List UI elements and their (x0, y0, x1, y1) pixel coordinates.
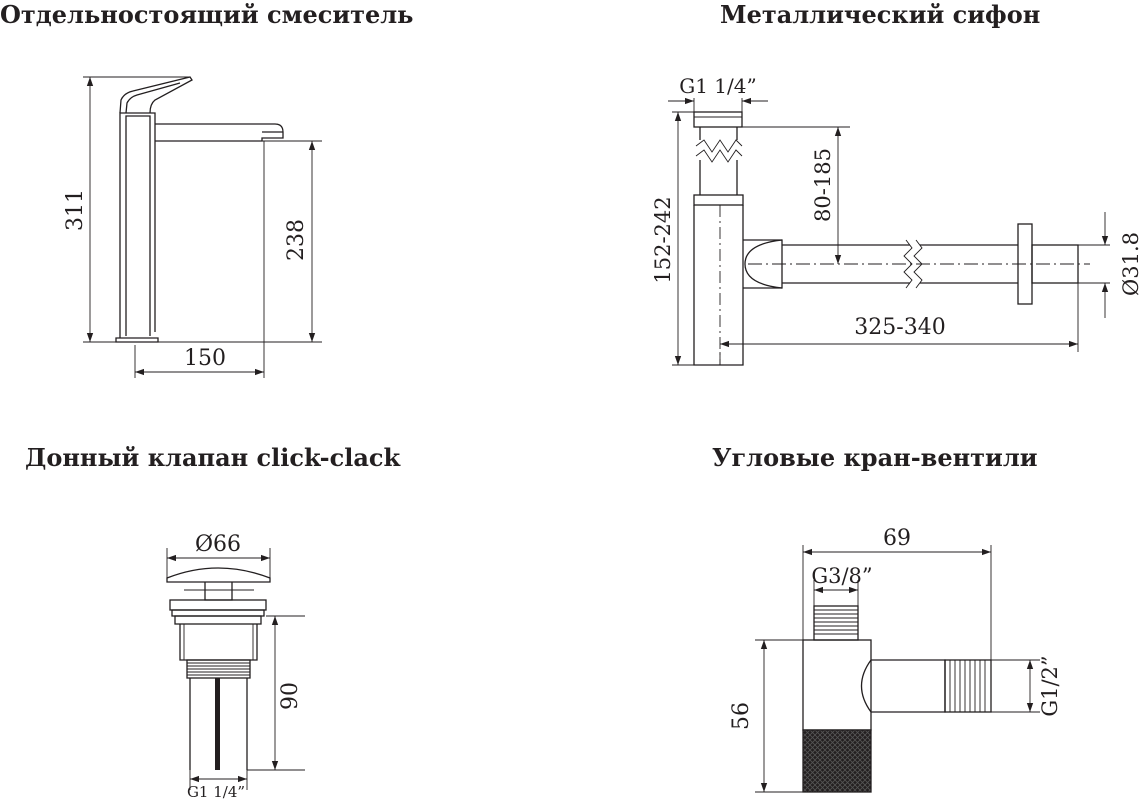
siphon-title: Металлический сифон (720, 0, 1041, 29)
valve-height-label: 56 (729, 702, 754, 730)
faucet-spout-height-label: 238 (284, 219, 309, 261)
siphon-thread-label: G1 1/4” (679, 74, 756, 98)
siphon-length-label: 325-340 (854, 315, 945, 340)
faucet-height-label: 311 (63, 189, 88, 231)
faucet-drawing: 311 238 150 (63, 76, 322, 378)
angle-valve-title: Угловые кран-вентили (712, 443, 1038, 472)
siphon-total-height-label: 152-242 (651, 196, 675, 283)
drain-valve-title: Донный клапан click-clack (25, 443, 401, 472)
valve-width-label: 69 (883, 526, 911, 551)
drain-valve-drawing: Ø66 90 G1 1/4” (166, 532, 305, 800)
faucet-reach-label: 150 (184, 346, 226, 371)
siphon-pipe-height-label: 80-185 (811, 148, 835, 222)
valve-outlet-thread-label: G1/2” (1038, 655, 1062, 716)
siphon-drawing: G1 1/4” 152-242 80-185 325-340 Ø31.8 (651, 74, 1143, 366)
angle-valve-drawing: 69 G3/8” 56 G1/2” (729, 526, 1062, 793)
valve-inlet-thread-label: G3/8” (811, 564, 872, 588)
faucet-title: Отдельностоящий смеситель (0, 0, 414, 29)
drain-thread-label: G1 1/4” (187, 783, 245, 800)
siphon-diameter-label: Ø31.8 (1119, 232, 1143, 296)
drain-height-label: 90 (278, 682, 303, 710)
drain-diameter-label: Ø66 (195, 532, 241, 557)
